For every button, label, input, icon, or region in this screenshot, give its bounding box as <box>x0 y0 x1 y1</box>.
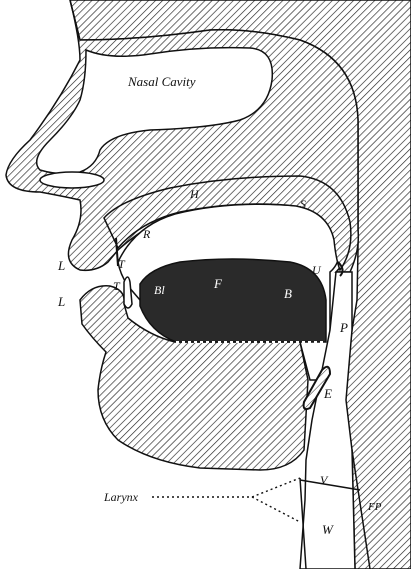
label-tongue-front: F <box>213 276 223 291</box>
label-hard-palate: H <box>189 187 200 201</box>
tongue <box>140 259 326 342</box>
nostril <box>40 172 104 188</box>
label-epiglottis: E <box>323 386 332 401</box>
label-pharynx: P <box>339 320 348 335</box>
label-alveolar-ridge: R <box>142 227 151 241</box>
label-tongue-back: B <box>284 286 292 301</box>
larynx-pointer-lower <box>252 497 300 522</box>
larynx-pointer-upper <box>252 478 300 497</box>
label-upper-lip: L <box>57 258 65 273</box>
label-larynx: Larynx <box>103 490 139 504</box>
label-tongue-blade: Bl <box>154 283 165 297</box>
label-food-passage: FP <box>367 501 382 513</box>
label-soft-palate: S <box>300 197 306 211</box>
label-windpipe: W <box>322 522 334 537</box>
label-nasal-cavity: Nasal Cavity <box>127 74 196 89</box>
label-lower-lip: L <box>57 294 65 309</box>
label-uvula: U <box>312 263 322 277</box>
